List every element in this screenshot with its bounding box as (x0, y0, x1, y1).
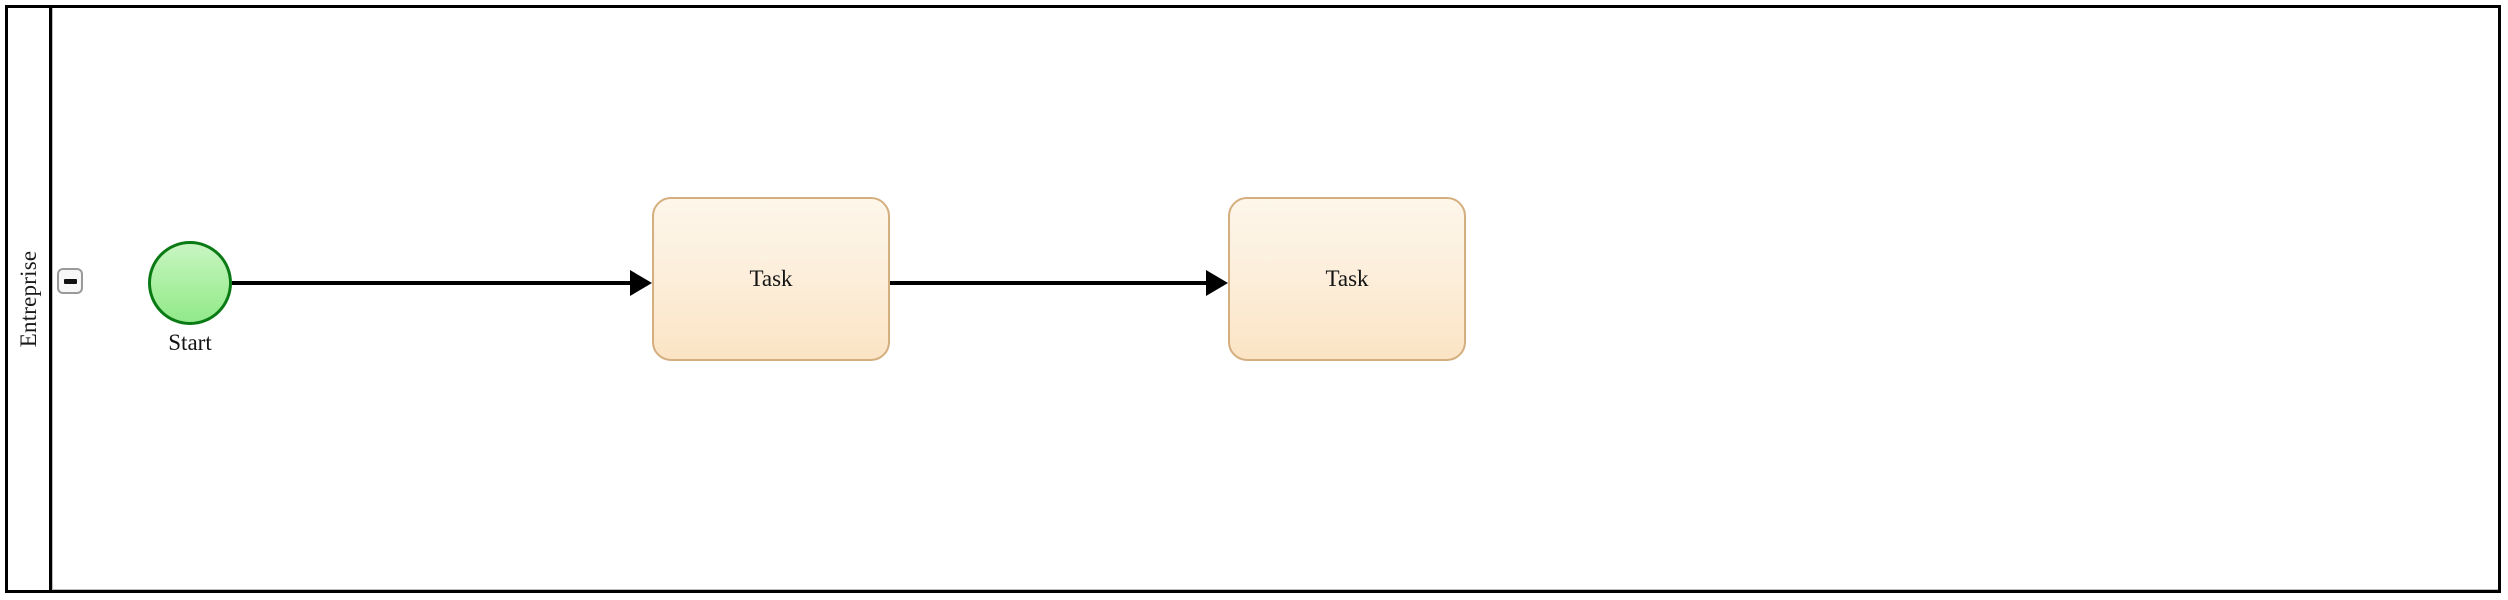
sequence-flow-2[interactable] (890, 281, 1208, 285)
pool-entreprise[interactable]: Entreprise (5, 5, 2501, 593)
task-node-2[interactable]: Task (1228, 197, 1466, 361)
pool-name-label: Entreprise (15, 250, 41, 348)
collapse-pool-button[interactable] (57, 268, 83, 294)
start-event-circle (148, 241, 232, 325)
sequence-flow-1-arrowhead-icon (630, 270, 652, 296)
task-node-1[interactable]: Task (652, 197, 890, 361)
start-event-node[interactable] (148, 241, 232, 325)
task-node-1-label: Task (749, 266, 793, 291)
minus-icon (63, 278, 77, 284)
start-event-label: Start (168, 330, 212, 355)
sequence-flow-1[interactable] (232, 281, 632, 285)
pool-header[interactable]: Entreprise (8, 8, 52, 590)
sequence-flow-2-arrowhead-icon (1206, 270, 1228, 296)
task-node-2-label: Task (1325, 266, 1369, 291)
